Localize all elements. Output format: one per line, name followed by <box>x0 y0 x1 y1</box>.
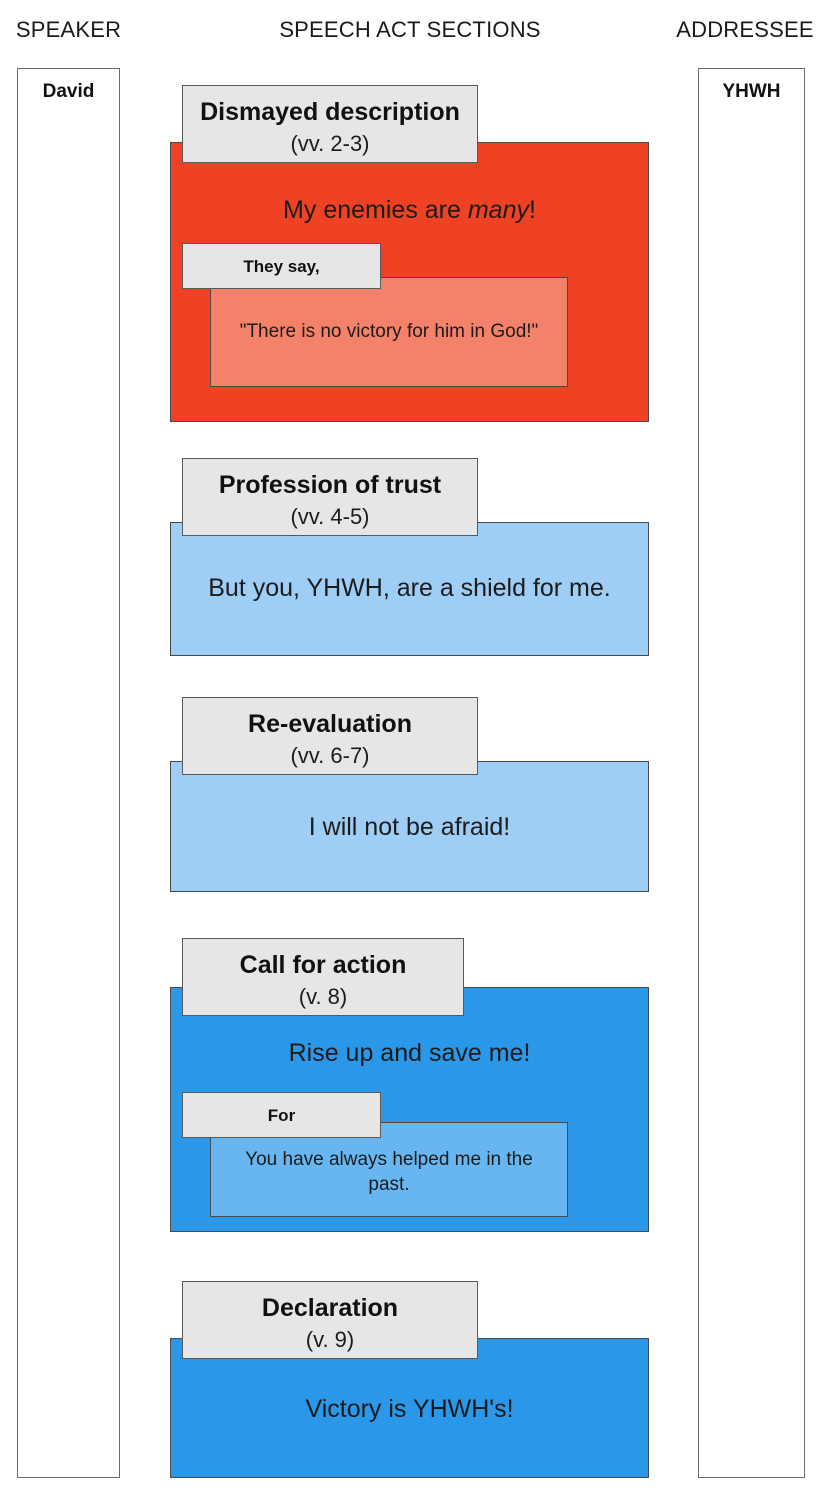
section-text-dismayed-description: My enemies are many! <box>187 195 632 226</box>
section-body-declaration: Victory is YHWH's! <box>170 1338 649 1478</box>
section-label-dismayed-description: Dismayed description (vv. 2-3) <box>182 85 478 163</box>
speaker-column: David <box>17 68 120 1478</box>
section-text-profession-of-trust: But you, YHWH, are a shield for me. <box>208 574 611 602</box>
section-title-call-for-action: Call for action <box>239 951 407 979</box>
subsection-text-they-say: "There is no victory for him in God!" <box>239 321 539 342</box>
speaker-name: David <box>42 81 95 102</box>
section-text-call-for-action: Rise up and save me! <box>288 1039 531 1067</box>
subsection-text-for: You have always helped me in the past. <box>245 1149 533 1195</box>
addressee-column: YHWH <box>698 68 805 1478</box>
section-title-profession-of-trust: Profession of trust <box>218 471 442 499</box>
section-verses-re-evaluation: (vv. 6-7) <box>290 742 370 768</box>
section-body-profession-of-trust: But you, YHWH, are a shield for me. <box>170 522 649 656</box>
speech-act-sections-header: SPEECH ACT SECTIONS <box>279 17 541 42</box>
addressee-column-header: ADDRESSEE <box>676 17 814 42</box>
subsection-body-they-say: "There is no victory for him in God!" <box>210 277 568 387</box>
section-text-declaration: Victory is YHWH's! <box>305 1395 514 1423</box>
section-text-part-plain-1: My enemies are <box>283 196 468 224</box>
section-title-dismayed-description: Dismayed description <box>200 98 460 126</box>
section-label-profession-of-trust: Profession of trust (vv. 4-5) <box>182 458 478 536</box>
addressee-name: YHWH <box>722 81 781 102</box>
speaker-column-header: SPEAKER <box>15 17 122 42</box>
section-text-re-evaluation: I will not be afraid! <box>308 813 511 841</box>
section-verses-profession-of-trust: (vv. 4-5) <box>290 503 370 529</box>
section-title-declaration: Declaration <box>261 1294 399 1322</box>
subsection-label-they-say: They say, <box>182 243 381 289</box>
section-text-part-plain-2: ! <box>528 196 536 224</box>
section-text-part-emphasis: many <box>467 196 529 224</box>
section-verses-declaration: (v. 9) <box>305 1326 355 1352</box>
subsection-label-for: For <box>182 1092 381 1138</box>
section-label-declaration: Declaration (v. 9) <box>182 1281 478 1359</box>
section-label-re-evaluation: Re-evaluation (vv. 6-7) <box>182 697 478 775</box>
section-label-call-for-action: Call for action (v. 8) <box>182 938 464 1016</box>
section-verses-call-for-action: (v. 8) <box>298 983 348 1009</box>
section-verses-dismayed-description: (vv. 2-3) <box>290 130 370 156</box>
section-body-re-evaluation: I will not be afraid! <box>170 761 649 892</box>
section-title-re-evaluation: Re-evaluation <box>248 710 412 738</box>
